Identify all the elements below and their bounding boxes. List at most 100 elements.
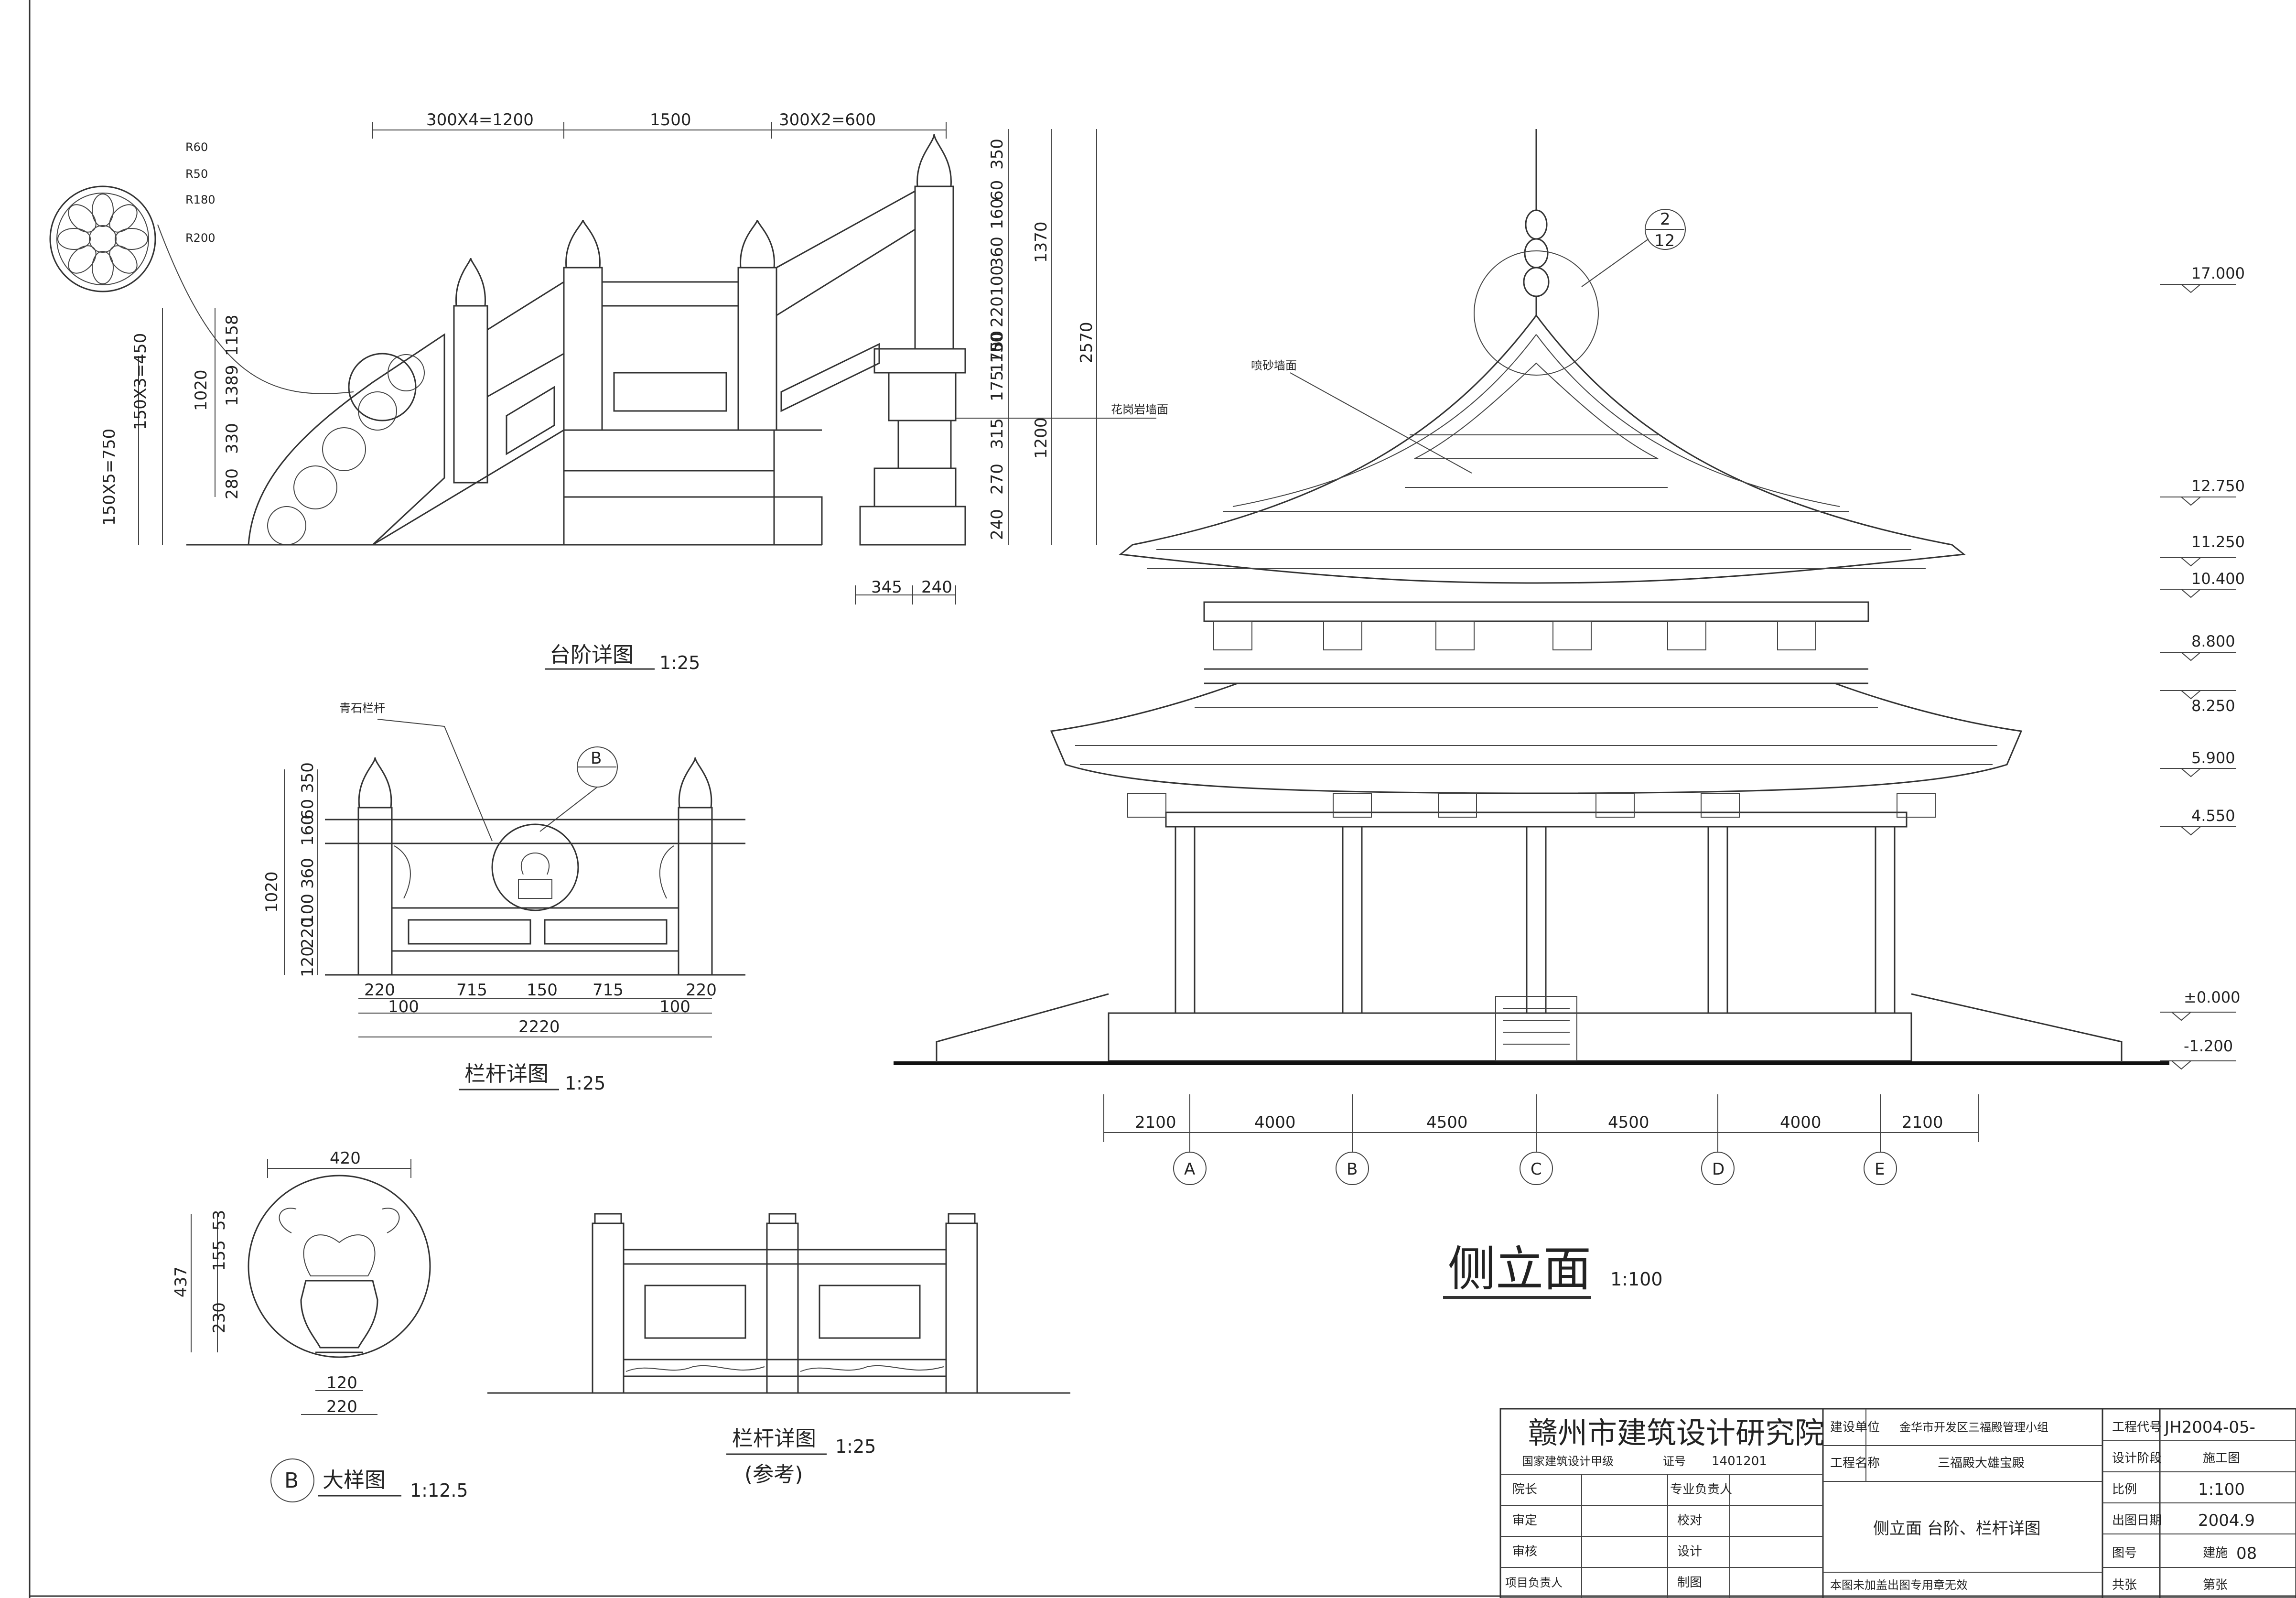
level-7: 5.900 bbox=[2191, 749, 2235, 767]
upper-brackets bbox=[1213, 621, 1816, 650]
elevation-title: 侧立面 bbox=[1448, 1241, 1591, 1297]
axis-bubbles: A B C D E bbox=[1173, 1152, 1897, 1185]
side-elevation: 2 12 喷砂墙面 bbox=[894, 129, 2245, 1299]
level-3: 11.250 bbox=[2191, 533, 2245, 551]
role-mid-4: 制图 bbox=[1677, 1576, 1702, 1590]
bal-bdim-3: 150 bbox=[527, 981, 558, 1000]
large-detail-caption: 大样图 bbox=[323, 1468, 386, 1492]
bal-bdim-4: 715 bbox=[593, 981, 624, 1000]
label-green-stone: 青石栏杆 bbox=[339, 702, 385, 715]
bay-dim-6: 2100 bbox=[1902, 1113, 1943, 1132]
project-label: 工程名称 bbox=[1830, 1456, 1880, 1470]
ld-dim-6: 120 bbox=[326, 1373, 357, 1393]
cert-label: 国家建筑设计甲级 bbox=[1522, 1455, 1614, 1468]
dim-r-13: 240 bbox=[988, 509, 1007, 540]
level-10: -1.200 bbox=[2184, 1037, 2233, 1055]
ref-balustrade-caption: 栏杆详图 bbox=[732, 1426, 816, 1451]
role-mid-3: 设计 bbox=[1677, 1544, 1702, 1559]
elev-callout-bottom: 12 bbox=[1654, 231, 1675, 250]
radius-label-1: R60 bbox=[185, 140, 208, 154]
level-5: 8.800 bbox=[2191, 632, 2235, 650]
scale-label: 比例 bbox=[2112, 1482, 2137, 1497]
build-unit: 金华市开发区三福殿管理小组 bbox=[1899, 1421, 2048, 1434]
label-floral-wall: 花岗岩墙面 bbox=[1111, 403, 1168, 416]
dim-stair-1: 300X4=1200 bbox=[426, 110, 534, 130]
radius-label-2: R50 bbox=[185, 167, 208, 181]
axis-c: C bbox=[1531, 1160, 1542, 1179]
bal-dim-3: 160 bbox=[298, 815, 317, 846]
dim-r-11: 315 bbox=[988, 418, 1007, 449]
stage-label: 设计阶段 bbox=[2112, 1451, 2162, 1466]
dim-r-3: 160 bbox=[988, 198, 1007, 229]
dim-stair-2: 1500 bbox=[650, 110, 691, 130]
balustrade-scale: 1:25 bbox=[565, 1073, 605, 1094]
bay-dim-3: 4500 bbox=[1426, 1113, 1468, 1132]
dim-r-10: 175 bbox=[988, 370, 1007, 401]
axis-b: B bbox=[1347, 1160, 1358, 1179]
bal-bdim-6: 100 bbox=[388, 997, 419, 1016]
scroll-ornament bbox=[248, 333, 445, 546]
dim-r-7: 50 bbox=[988, 331, 1007, 351]
elev-label-wall: 喷砂墙面 bbox=[1251, 359, 1297, 372]
dim-r-total-2: 1200 bbox=[1032, 417, 1051, 459]
cert-no: 1401201 bbox=[1712, 1454, 1767, 1468]
dim-left-5: 1020 bbox=[192, 369, 211, 411]
institute-name: 赣州市建筑设计研究院 bbox=[1528, 1415, 1824, 1450]
elevation-scale: 1:100 bbox=[1610, 1269, 1663, 1290]
sheet-prefix: 建施 bbox=[2203, 1546, 2228, 1560]
level-marks: 17.000 12.750 11.250 10.400 8.800 8.250 … bbox=[2160, 264, 2245, 1070]
bal-dim-8: 1020 bbox=[262, 871, 281, 913]
sheet-label: 图号 bbox=[2112, 1546, 2137, 1560]
project-name: 三福殿大雄宝殿 bbox=[1938, 1456, 2025, 1470]
ref-balustrade-scale: 1:25 bbox=[835, 1436, 876, 1457]
bal-dim-6: 220 bbox=[298, 918, 317, 949]
sheet-number: 08 bbox=[2236, 1544, 2257, 1563]
bay-dim-ticks bbox=[1103, 1094, 1979, 1152]
dim-left-1: 1158 bbox=[223, 314, 242, 356]
bal-dim-4: 360 bbox=[298, 858, 317, 889]
dim-left-2: 1389 bbox=[223, 365, 242, 406]
ld-dim-3: 155 bbox=[210, 1240, 229, 1271]
balustrade-detail: 青石栏杆 B 350 60 160 360 100 220 120 102 bbox=[262, 702, 745, 1094]
step-detail-caption: 台阶详图 bbox=[550, 643, 634, 667]
dim-r-2: 60 bbox=[988, 180, 1007, 201]
dim-r-total-1: 1370 bbox=[1032, 221, 1051, 263]
level-2: 12.750 bbox=[2191, 477, 2245, 495]
pedestal bbox=[859, 348, 966, 546]
stair-balustrade bbox=[186, 133, 954, 546]
code-label: 工程代号 bbox=[2112, 1420, 2162, 1435]
role-mid-2: 校对 bbox=[1677, 1513, 1702, 1528]
role-left-2: 审定 bbox=[1512, 1513, 1537, 1528]
dim-left-6: 150X3=450 bbox=[131, 333, 150, 430]
level-8: 4.550 bbox=[2191, 807, 2235, 825]
page-label: 第张 bbox=[2203, 1578, 2228, 1592]
sheet-border bbox=[29, 0, 2296, 1598]
cert-no-label: 证号 bbox=[1663, 1455, 1686, 1468]
role-mid-1: 专业负责人 bbox=[1670, 1482, 1732, 1497]
ld-dim-2: 53 bbox=[210, 1210, 229, 1231]
reference-balustrade: 栏杆详图 1:25 (参考) bbox=[487, 1213, 1070, 1487]
dim-r-9: 150 bbox=[988, 332, 1007, 363]
rosette-icon bbox=[49, 185, 156, 292]
dim-left-3: 330 bbox=[223, 423, 242, 454]
date-label: 出图日期 bbox=[2112, 1513, 2162, 1528]
role-left-3: 审核 bbox=[1512, 1544, 1537, 1559]
build-unit-label: 建设单位 bbox=[1830, 1420, 1880, 1435]
dims-right-inner: 350 60 160 360 100 220 50 170 150 175 31… bbox=[988, 139, 1007, 540]
ld-dim-5: 437 bbox=[172, 1266, 191, 1297]
elev-callout-top: 2 bbox=[1660, 210, 1671, 229]
role-left-4: 项目负责人 bbox=[1505, 1576, 1563, 1589]
dim-left-7: 150X5=750 bbox=[100, 429, 119, 526]
radius-label-3: R180 bbox=[185, 193, 215, 206]
dim-r-4: 360 bbox=[988, 237, 1007, 268]
axis-d: D bbox=[1712, 1160, 1725, 1179]
bal-dim-5: 100 bbox=[298, 894, 317, 925]
bal-dim-1: 350 bbox=[298, 762, 317, 793]
dim-r-8: 170 bbox=[988, 342, 1007, 373]
role-left-1: 院长 bbox=[1512, 1482, 1537, 1497]
ld-dim-7: 220 bbox=[326, 1397, 357, 1416]
ld-dim-1: 420 bbox=[330, 1149, 361, 1168]
dim-r-12: 270 bbox=[988, 464, 1007, 495]
dim-bottom-1: 345 bbox=[871, 578, 902, 597]
